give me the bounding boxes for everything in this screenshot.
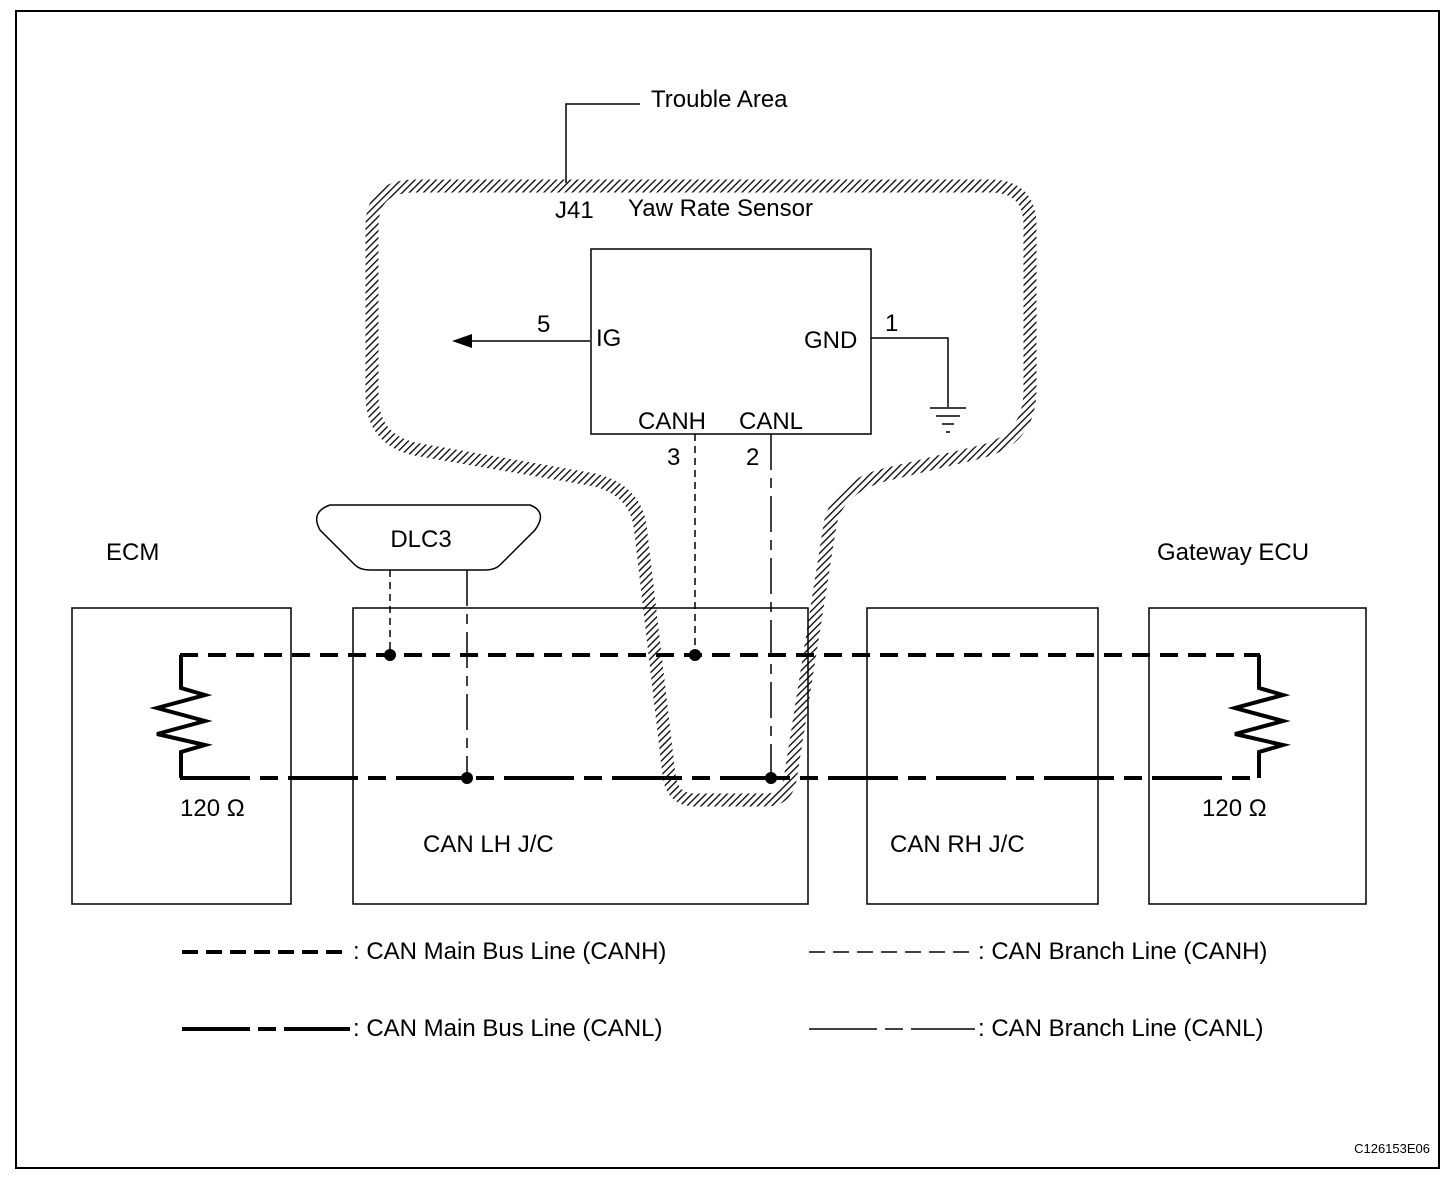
pin-canl-label: CANL bbox=[739, 408, 803, 435]
legend-branch-canl-label: : CAN Branch Line (CANL) bbox=[978, 1015, 1263, 1042]
pin-gnd-number: 1 bbox=[885, 310, 898, 337]
gateway-resistor-label: 120 Ω bbox=[1202, 795, 1267, 822]
pin-canh-number: 3 bbox=[667, 444, 680, 471]
can-rh-jc-label: CAN RH J/C bbox=[890, 831, 1025, 858]
sensor-connector-label: J41 bbox=[555, 197, 594, 224]
trouble-area-label: Trouble Area bbox=[651, 86, 788, 113]
sensor-canl-junction bbox=[765, 772, 777, 784]
ecm-resistor-icon bbox=[149, 655, 213, 778]
outer-frame bbox=[15, 10, 1440, 1169]
dlc3-connector bbox=[315, 504, 542, 571]
trouble-area-leader bbox=[565, 103, 640, 183]
pin-canl-number: 2 bbox=[746, 444, 759, 471]
pin-canh-label: CANH bbox=[638, 408, 706, 435]
figure-code: C126153E06 bbox=[1354, 1141, 1430, 1156]
can-lh-jc-label: CAN LH J/C bbox=[423, 831, 554, 858]
sensor-canh-junction bbox=[689, 649, 701, 661]
dlc3-label: DLC3 bbox=[390, 526, 451, 553]
gateway-ecu-label: Gateway ECU bbox=[1157, 539, 1309, 566]
ecm-box bbox=[71, 607, 292, 905]
trouble-area-outline bbox=[365, 179, 1037, 807]
gateway-resistor-icon bbox=[1227, 655, 1291, 778]
legend-main-canl-label: : CAN Main Bus Line (CANL) bbox=[353, 1015, 662, 1042]
yaw-rate-sensor-box bbox=[590, 248, 872, 435]
dlc3-canh-junction bbox=[384, 649, 396, 661]
can-lh-jc-box bbox=[352, 607, 809, 905]
pin-ig-label: IG bbox=[596, 325, 621, 352]
pin-ig-number: 5 bbox=[537, 311, 550, 338]
ecm-label: ECM bbox=[106, 539, 159, 566]
gateway-ecu-box bbox=[1148, 607, 1367, 905]
pin-gnd-label: GND bbox=[804, 327, 857, 354]
gnd-wire bbox=[871, 337, 949, 407]
legend-branch-canh-label: : CAN Branch Line (CANH) bbox=[978, 938, 1267, 965]
ecm-resistor-label: 120 Ω bbox=[180, 795, 245, 822]
ig-arrow-icon bbox=[452, 334, 472, 348]
can-rh-jc-box bbox=[866, 607, 1099, 905]
ground-icon bbox=[930, 407, 966, 433]
sensor-name: Yaw Rate Sensor bbox=[628, 195, 813, 222]
legend-main-canh-label: : CAN Main Bus Line (CANH) bbox=[353, 938, 666, 965]
dlc3-canl-junction bbox=[461, 772, 473, 784]
